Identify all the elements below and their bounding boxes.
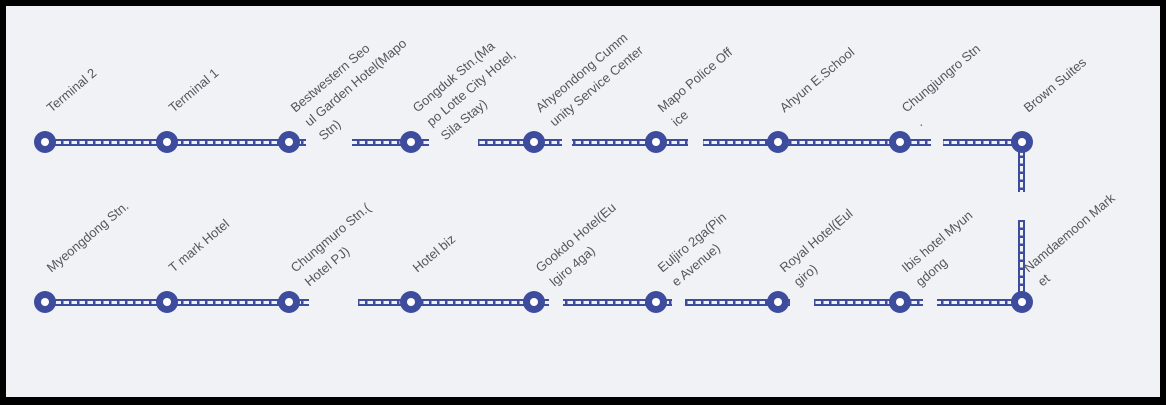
station-label-line: Terminal 2: [43, 65, 100, 116]
line-gap: [549, 294, 563, 310]
station-node: [523, 131, 545, 153]
station-node: [889, 291, 911, 313]
station-label-line: Royal Hotel(Eul: [776, 205, 856, 276]
station-node: [645, 131, 667, 153]
station-node: [278, 291, 300, 313]
station-label-line: Myeongdong Stn.: [43, 198, 132, 276]
station-label-line: ice: [668, 107, 692, 130]
line-gap: [672, 294, 685, 310]
station-label-line: .: [912, 115, 926, 130]
station-label-line: Chungjungro Stn: [898, 41, 984, 116]
station-label-line: et: [1034, 270, 1053, 290]
station-label-line: Terminal 1: [165, 65, 222, 116]
station-node: [400, 291, 422, 313]
line-gap: [931, 134, 943, 150]
line-gap: [309, 294, 358, 310]
station-node: [1011, 131, 1033, 153]
station-node: [767, 291, 789, 313]
line-gap: [562, 134, 572, 150]
station-node: [1011, 291, 1033, 313]
station-node: [523, 291, 545, 313]
station-node: [400, 131, 422, 153]
line-gap: [1014, 192, 1030, 220]
station-label-line: Namdaemoon Mark: [1020, 190, 1118, 276]
station-node: [767, 131, 789, 153]
station-node: [34, 291, 56, 313]
line-gap: [790, 294, 814, 310]
station-node: [889, 131, 911, 153]
station-node: [278, 131, 300, 153]
line-gap: [306, 134, 352, 150]
station-label-line: Brown Suites: [1020, 54, 1090, 116]
station-label-line: Mapo Police Off: [654, 44, 736, 116]
station-node: [645, 291, 667, 313]
station-label-line: Ahyun E.School: [776, 44, 858, 116]
route-line-connector: [1018, 142, 1025, 302]
station-node: [156, 291, 178, 313]
station-node: [156, 131, 178, 153]
station-label-line: Hotel biz: [409, 231, 459, 276]
station-node: [34, 131, 56, 153]
line-gap: [688, 134, 703, 150]
line-gap: [429, 134, 478, 150]
line-gap: [923, 294, 937, 310]
station-label-line: T mark Hotel: [165, 216, 233, 276]
